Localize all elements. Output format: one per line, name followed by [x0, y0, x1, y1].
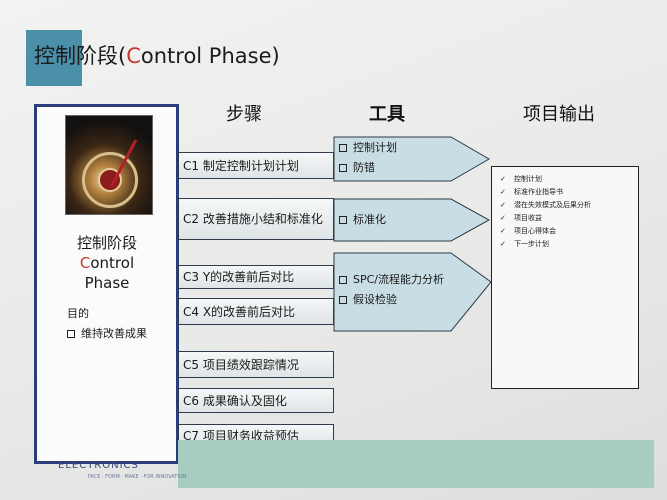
footer-logo: ELECTRONICS [58, 460, 139, 471]
output-item: ✓下一步计划 [500, 240, 549, 248]
purpose-label: 目的 [67, 307, 89, 320]
step-c6: C6 成果确认及固化 [178, 388, 334, 413]
tool-list-3: SPC/流程能力分析 假设检验 [339, 270, 444, 310]
step-c2: C2 改善措施小结和标准化 [178, 198, 334, 240]
footer-band [178, 440, 654, 488]
output-item: ✓控制计划 [500, 175, 542, 183]
checkbox-icon [339, 276, 347, 284]
checkbox-icon [339, 216, 347, 224]
checkbox-icon [339, 164, 347, 172]
page-title: 控制阶段(Control Phase) [34, 44, 280, 68]
output-item: ✓项目心得体会 [500, 227, 556, 235]
footer-tagline: FACE · FORM · MAKE · FOR INNOVATION [88, 474, 187, 480]
tools-header: 工具 [369, 104, 405, 125]
tool-arrow-1 [333, 136, 491, 182]
checkbox-icon [339, 144, 347, 152]
tool-list-1: 控制计划 防错 [339, 138, 397, 178]
dartboard-image [65, 115, 153, 215]
step-c5: C5 项目绩效跟踪情况 [178, 351, 334, 378]
phase-label: 控制阶段 Control Phase [76, 234, 137, 292]
output-header: 项目输出 [523, 104, 595, 125]
tool-arrow-3 [333, 252, 493, 332]
checkbox-icon [67, 330, 75, 338]
output-item: ✓标准作业指导书 [500, 188, 563, 196]
steps-header: 步骤 [226, 104, 262, 125]
output-item: ✓项目收益 [500, 214, 542, 222]
tool-arrow-2 [333, 198, 491, 242]
step-c3: C3 Y的改善前后对比 [178, 265, 334, 289]
output-item: ✓潜在失效模式及后果分析 [500, 201, 591, 209]
project-output-list: ✓控制计划 ✓标准作业指导书 ✓潜在失效模式及后果分析 ✓项目收益 ✓项目心得体… [491, 166, 639, 389]
step-c1: C1 制定控制计划计划 [178, 152, 334, 179]
purpose-item: 维持改善成果 [67, 325, 147, 341]
step-c4: C4 X的改善前后对比 [178, 298, 334, 325]
title-accent-block [26, 30, 82, 86]
checkbox-icon [339, 296, 347, 304]
phase-panel: 控制阶段 Control Phase 目的 维持改善成果 [34, 104, 179, 464]
tool-list-2: 标准化 [339, 210, 386, 230]
